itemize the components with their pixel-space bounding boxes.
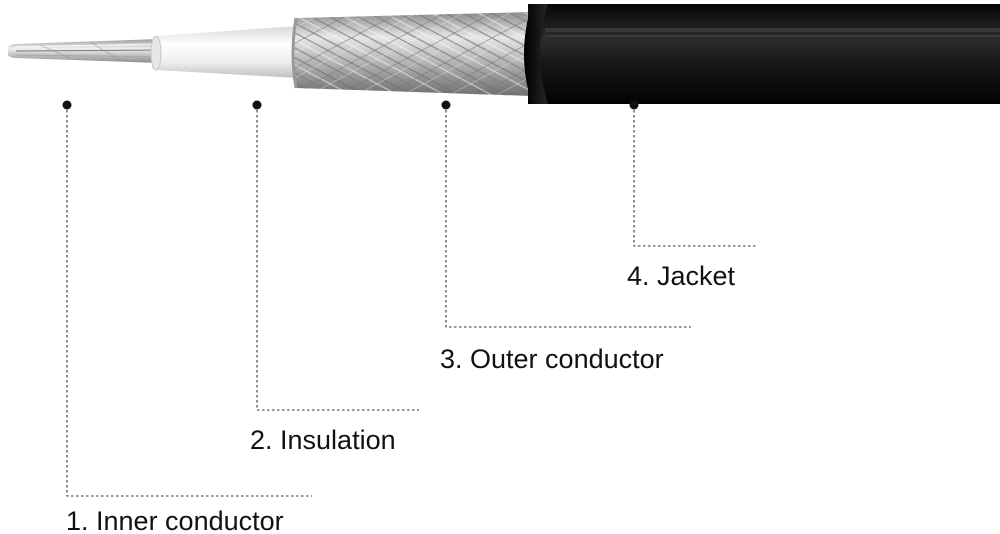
leader-line-jacket <box>633 105 756 247</box>
outer-conductor-braid <box>291 12 532 96</box>
label-inner-conductor: 1. Inner conductor <box>66 506 284 534</box>
label-jacket: 4. Jacket <box>627 261 736 291</box>
anchor-dot-insulation <box>252 100 262 110</box>
leader-line-insulation <box>256 105 419 411</box>
leader-line-inner-conductor <box>66 105 312 497</box>
inner-conductor-wire <box>8 39 161 63</box>
leader-lines <box>66 105 756 497</box>
labels: 1. Inner conductor 2. Insulation 3. Oute… <box>66 261 736 534</box>
anchor-dot-outer-conductor <box>441 100 451 110</box>
jacket-sheath <box>524 4 1000 104</box>
anchor-dot-inner-conductor <box>62 100 72 110</box>
insulation-layer <box>150 26 298 78</box>
coax-cable-illustration <box>8 4 1000 104</box>
label-insulation: 2. Insulation <box>250 425 396 455</box>
leader-line-outer-conductor <box>445 105 691 328</box>
anchor-dots <box>62 100 639 110</box>
anchor-dot-jacket <box>629 100 639 110</box>
label-outer-conductor: 3. Outer conductor <box>440 344 664 374</box>
